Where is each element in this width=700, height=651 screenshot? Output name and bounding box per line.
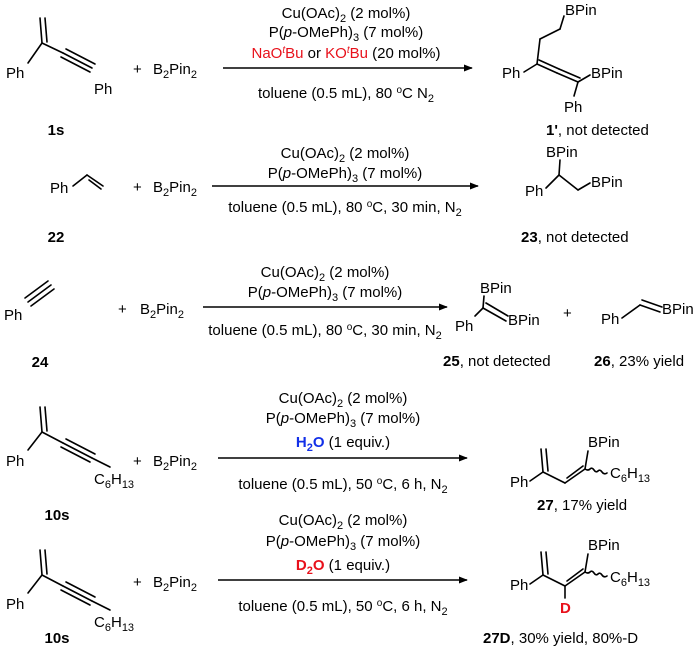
reaction-5: Ph C6H13 + B2Pin2 Cu(OAc)2 (2 mol%) P(p-… <box>6 512 650 647</box>
reaction-1: Ph Ph + B2Pin2 Cu(OAc)2 (2 mol%) P(p-OMe… <box>6 2 649 139</box>
substrate-1s-ph2: Ph <box>94 81 112 98</box>
product-27-c6h13: C6H13 <box>610 465 650 485</box>
condition-solvent: toluene (0.5 mL), 80 oC, 30 min, N2 <box>208 322 441 342</box>
substrate-10s-ph: Ph <box>6 596 24 613</box>
condition-additive-d2o: D2O (1 equiv.) <box>296 557 390 577</box>
product-27D-deuterium: D <box>560 600 571 617</box>
substrate-10s-ph: Ph <box>6 453 24 470</box>
condition-solvent: toluene (0.5 mL), 50 oC, 6 h, N2 <box>238 598 447 618</box>
condition-ligand: P(p-OMePh)3 (7 mol%) <box>269 24 424 44</box>
product-1prime-ph: Ph <box>502 65 520 82</box>
reagent-b2pin2: B2Pin2 <box>140 301 184 321</box>
condition-base: NaOtBu or KOtBu (20 mol%) <box>252 45 441 62</box>
substrate-10s-structure: Ph C6H13 <box>6 406 134 491</box>
substrate-10s-c6h13: C6H13 <box>94 471 134 491</box>
product-27D-bpin: BPin <box>588 537 620 554</box>
condition-catalyst: Cu(OAc)2 (2 mol%) <box>282 5 411 25</box>
plus-sign: + <box>133 179 142 196</box>
label-22: 22 <box>48 229 65 246</box>
product-25-bpin: BPin <box>508 312 540 329</box>
product-1prime-bpin: BPin <box>591 65 623 82</box>
label-1prime: 1', not detected <box>546 122 649 139</box>
condition-catalyst: Cu(OAc)2 (2 mol%) <box>261 264 390 284</box>
label-25: 25, not detected <box>443 353 551 370</box>
reagent-b2pin2: B2Pin2 <box>153 453 197 473</box>
product-23-bpin: BPin <box>591 174 623 191</box>
condition-ligand: P(p-OMePh)3 (7 mol%) <box>268 165 423 185</box>
substrate-1s-structure: Ph Ph <box>6 17 112 98</box>
condition-ligand: P(p-OMePh)3 (7 mol%) <box>266 533 421 553</box>
label-1s: 1s <box>48 122 65 139</box>
product-1prime-ph2: Ph <box>564 99 582 116</box>
product-25-bpin-top: BPin <box>480 280 512 297</box>
product-26-ph: Ph <box>601 311 619 328</box>
substrate-10s-structure: Ph C6H13 <box>6 549 134 634</box>
substrate-24-structure: Ph <box>4 280 55 324</box>
product-27-ph: Ph <box>510 474 528 491</box>
product-1prime-structure: BPin Ph BPin Ph <box>502 2 623 116</box>
reagent-b2pin2: B2Pin2 <box>153 61 197 81</box>
substrate-10s-c6h13: C6H13 <box>94 614 134 634</box>
reaction-4: Ph C6H13 + B2Pin2 Cu(OAc)2 (2 mol%) P(p-… <box>6 390 650 524</box>
label-10s: 10s <box>44 630 69 647</box>
substrate-22-ph: Ph <box>50 180 68 197</box>
substrate-22-structure: Ph <box>50 174 104 197</box>
product-27-structure: BPin Ph C6H13 <box>510 434 650 491</box>
reaction-2: Ph + B2Pin2 Cu(OAc)2 (2 mol%) P(p-OMePh)… <box>48 144 629 246</box>
product-23-structure: BPin Ph BPin <box>525 144 623 200</box>
condition-solvent: toluene (0.5 mL), 50 oC, 6 h, N2 <box>238 476 447 496</box>
label-27: 27, 17% yield <box>537 497 627 514</box>
product-25-ph: Ph <box>455 318 473 335</box>
product-27D-ph: Ph <box>510 577 528 594</box>
product-26-structure: Ph BPin <box>601 299 694 328</box>
product-27D-structure: BPin Ph C6H13 D <box>510 537 650 617</box>
reagent-b2pin2: B2Pin2 <box>153 574 197 594</box>
condition-ligand: P(p-OMePh)3 (7 mol%) <box>266 410 421 430</box>
product-23-bpin-top: BPin <box>546 144 578 161</box>
substrate-1s-ph: Ph <box>6 65 24 82</box>
product-25-structure: BPin Ph BPin <box>455 280 540 335</box>
condition-additive-h2o: H2O (1 equiv.) <box>296 434 390 454</box>
condition-solvent: toluene (0.5 mL), 80 oC, 30 min, N2 <box>228 199 461 219</box>
label-26: 26, 23% yield <box>594 353 684 370</box>
substrate-24-ph: Ph <box>4 307 22 324</box>
condition-catalyst: Cu(OAc)2 (2 mol%) <box>279 512 408 532</box>
product-26-bpin: BPin <box>662 301 694 318</box>
product-27D-c6h13: C6H13 <box>610 569 650 589</box>
reagent-b2pin2: B2Pin2 <box>153 179 197 199</box>
label-10s: 10s <box>44 507 69 524</box>
label-24: 24 <box>32 354 49 371</box>
product-27-bpin: BPin <box>588 434 620 451</box>
plus-sign: + <box>118 301 127 318</box>
plus-sign: + <box>133 453 142 470</box>
product-1prime-bpin-top: BPin <box>565 2 597 19</box>
plus-sign: + <box>133 61 142 78</box>
plus-sign: + <box>133 574 142 591</box>
label-27D: 27D, 30% yield, 80%-D <box>483 630 638 647</box>
plus-sign-products: + <box>563 305 572 322</box>
condition-solvent: toluene (0.5 mL), 80 oC N2 <box>258 85 434 105</box>
product-23-ph: Ph <box>525 183 543 200</box>
condition-ligand: P(p-OMePh)3 (7 mol%) <box>248 284 403 304</box>
condition-catalyst: Cu(OAc)2 (2 mol%) <box>281 145 410 165</box>
condition-catalyst: Cu(OAc)2 (2 mol%) <box>279 390 408 410</box>
reaction-3: Ph + B2Pin2 Cu(OAc)2 (2 mol%) P(p-OMePh)… <box>4 264 694 371</box>
label-23: 23, not detected <box>521 229 629 246</box>
